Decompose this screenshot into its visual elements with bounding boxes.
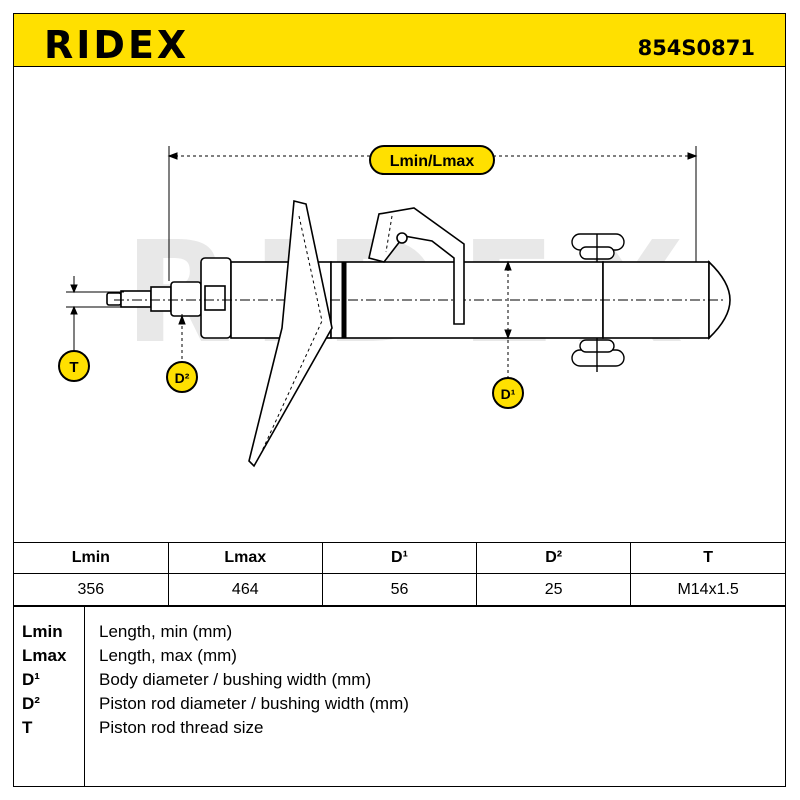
part-number: 854S0871 xyxy=(637,36,755,60)
spec-value-cell: 25 xyxy=(476,573,632,606)
spec-value-cell: 464 xyxy=(167,573,323,606)
spring-seat xyxy=(248,199,333,468)
spec-table-value-row: 356 464 56 25 M14x1.5 xyxy=(14,573,785,606)
mounting-bracket xyxy=(368,207,465,325)
legend-description: Length, max (mm) xyxy=(99,646,237,665)
body-diameter-dimension xyxy=(504,260,512,378)
legend-description: Piston rod diameter / bushing width (mm) xyxy=(99,694,409,713)
legend-description: Length, min (mm) xyxy=(99,622,233,641)
legend-description: Piston rod thread size xyxy=(99,718,264,737)
thread-label: T xyxy=(69,359,78,376)
legend-key: D² xyxy=(22,694,40,713)
brand-logo: RIDEX xyxy=(44,23,190,67)
spec-header-cell: Lmin xyxy=(14,542,169,574)
length-label: Lmin/Lmax xyxy=(390,153,475,170)
legend: Lmin Length, min (mm) Lmax Length, max (… xyxy=(14,606,785,787)
length-dimension xyxy=(167,146,698,281)
body-diameter-badge xyxy=(492,377,524,409)
legend-key: Lmin xyxy=(22,622,63,641)
length-badge xyxy=(369,145,495,175)
thread-dimension xyxy=(66,276,124,351)
spec-value-cell: M14x1.5 xyxy=(630,573,785,606)
spec-header-cell: Lmax xyxy=(167,542,323,574)
page-frame xyxy=(13,13,786,787)
upper-clip xyxy=(571,233,625,262)
legend-key: D¹ xyxy=(22,670,40,689)
legend-key: T xyxy=(22,718,33,737)
legend-divider xyxy=(84,607,85,787)
header-bar: RIDEX 854S0871 xyxy=(14,14,785,67)
spec-value-cell: 356 xyxy=(14,573,169,606)
spec-header-cell: D¹ xyxy=(321,542,478,574)
spec-table: Lmin Lmax D¹ D² T 356 464 56 25 M14x1.5 xyxy=(14,542,785,606)
spec-value-cell: 56 xyxy=(321,573,478,606)
spec-header-cell: D² xyxy=(476,542,632,574)
legend-description: Body diameter / bushing width (mm) xyxy=(99,670,372,689)
spec-table-header-row: Lmin Lmax D¹ D² T xyxy=(14,542,785,574)
rod-diameter-label: D² xyxy=(175,370,190,386)
legend-key: Lmax xyxy=(22,646,67,665)
rod-diameter-dimension xyxy=(178,314,186,363)
thread-badge xyxy=(58,350,90,382)
spec-header-cell: T xyxy=(630,542,785,574)
shock-absorber-drawing: RIDEX Lmin/Lmax T D² xyxy=(58,145,731,468)
lower-clip xyxy=(571,338,625,372)
piston-rod-end xyxy=(106,257,232,339)
body-diameter-label: D¹ xyxy=(501,386,516,402)
rod-diameter-badge xyxy=(166,361,198,393)
